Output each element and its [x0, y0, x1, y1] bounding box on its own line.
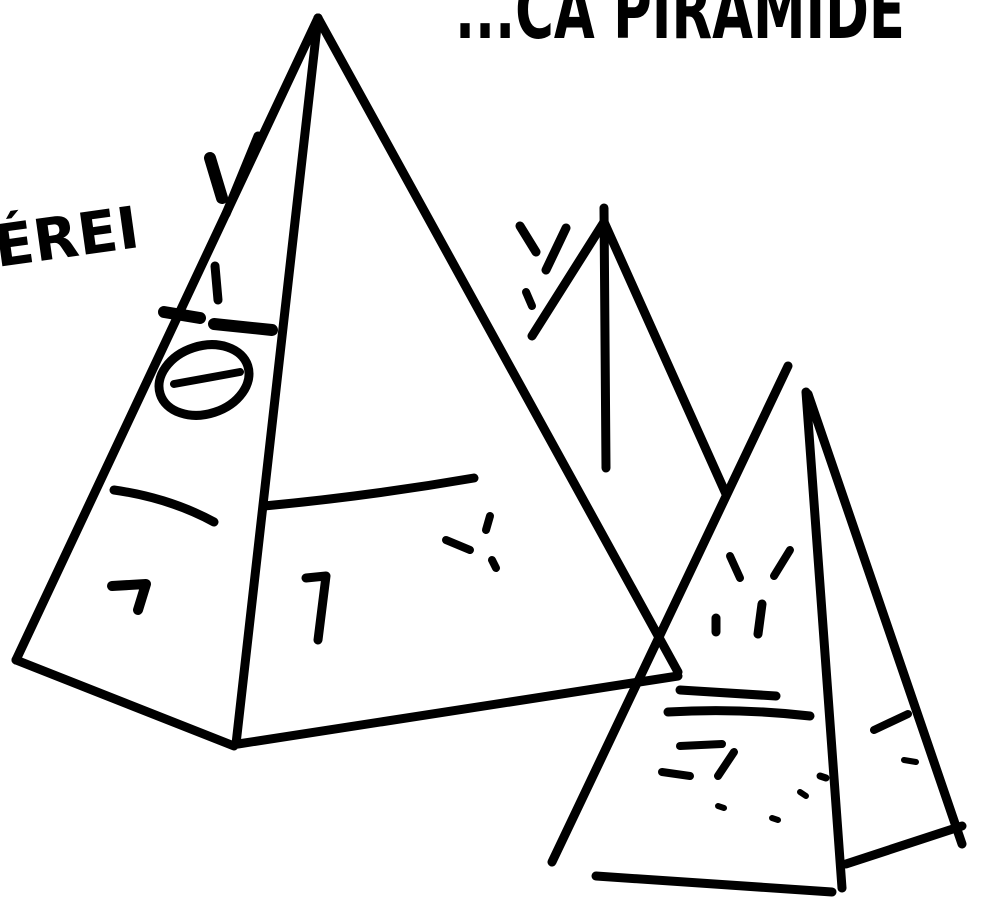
- small-pyramid: [552, 366, 962, 892]
- side-label-text: ÉREI: [0, 192, 143, 281]
- medium-pyramid: [520, 208, 726, 494]
- title-text: ...CA PIRAMIDE: [455, 0, 905, 57]
- large-pyramid: [16, 18, 678, 746]
